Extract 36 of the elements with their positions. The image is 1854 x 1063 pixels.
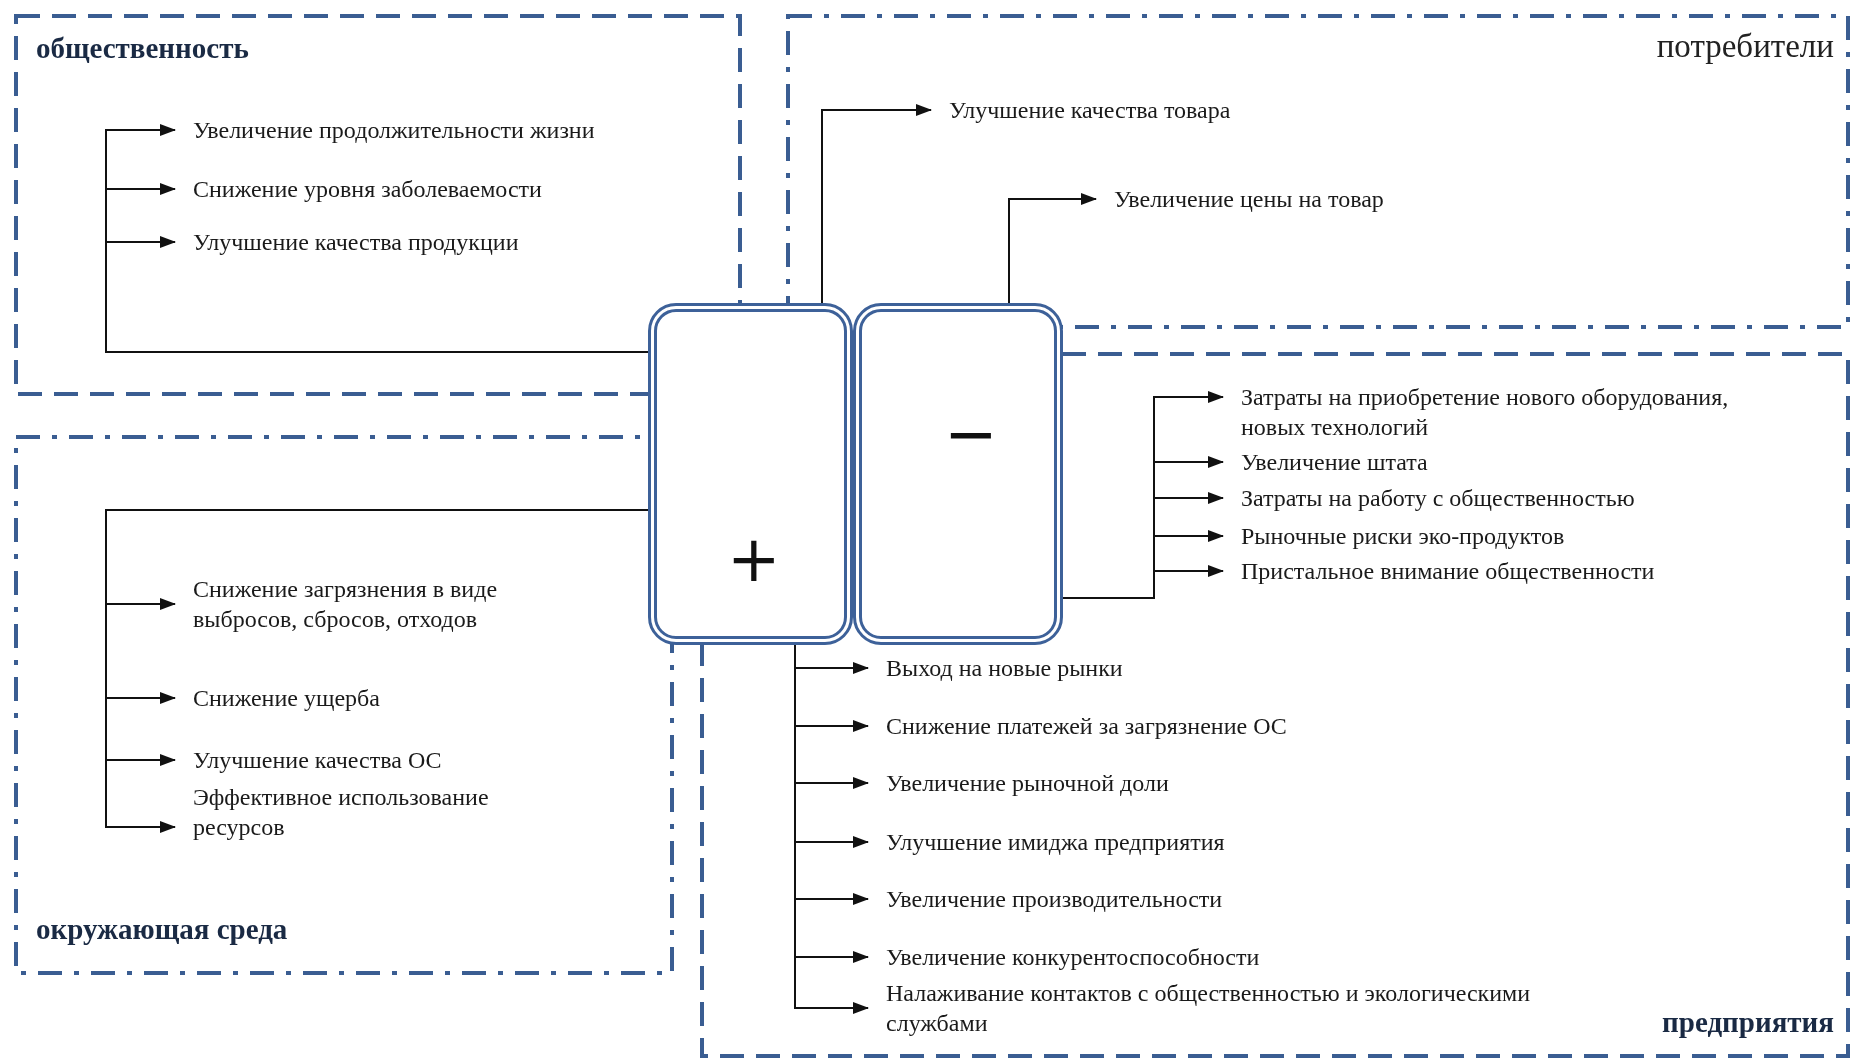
effect-text: Улучшение качества ОС xyxy=(193,745,442,775)
region-frame xyxy=(786,14,1850,329)
effect-text: Снижение загрязнения в виде выбросов, сбросов, отходов xyxy=(193,574,553,634)
region-heading: потребители xyxy=(1656,28,1834,65)
effect-text: Эффективное использование ресурсов xyxy=(193,782,543,842)
effect-text: Увеличение производительности xyxy=(886,884,1223,914)
effect-text: Снижение уровня заболеваемости xyxy=(193,174,542,204)
arrow xyxy=(821,104,932,304)
effect-text: Снижение платежей за загрязнение ОС xyxy=(886,711,1287,741)
region-heading: общественность xyxy=(36,32,249,65)
region-heading: окружающая среда xyxy=(36,913,288,946)
effect-text: Рыночные риски эко-продуктов xyxy=(1241,521,1565,551)
effect-text: Увеличение продолжительности жизни xyxy=(193,115,595,145)
region-frame xyxy=(14,435,674,975)
arrow xyxy=(1008,193,1097,304)
effect-text: Увеличение цены на товар xyxy=(1114,184,1384,214)
region-frame xyxy=(14,14,742,396)
effect-text: Выход на новые рынки xyxy=(886,653,1123,683)
effect-text: Увеличение штата xyxy=(1241,447,1428,477)
arrow xyxy=(1062,565,1224,599)
effect-text: Улучшение качества товара xyxy=(949,95,1231,125)
sign-symbol: − xyxy=(944,402,998,466)
effect-text: Улучшение качества продукции xyxy=(193,227,519,257)
effect-text: Затраты на приобретение нового оборудования, новых технологий xyxy=(1241,382,1786,442)
effect-text: Улучшение имиджа предприятия xyxy=(886,827,1225,857)
effect-text: Увеличение рыночной доли xyxy=(886,768,1169,798)
effect-text: Налаживание контактов с общественностью и экологическими службами xyxy=(886,978,1606,1038)
effect-text: Увеличение конкурентоспособности xyxy=(886,942,1260,972)
sign-symbol: + xyxy=(727,527,781,591)
rounded-box xyxy=(853,303,1063,645)
effect-text: Пристальное внимание общественности xyxy=(1241,556,1655,586)
effect-text: Затраты на работу с общественностью xyxy=(1241,483,1635,513)
rounded-box xyxy=(648,303,853,645)
region-frame xyxy=(700,352,1850,1058)
effect-text: Снижение ущерба xyxy=(193,683,380,713)
region-heading: предприятия xyxy=(1662,1006,1834,1039)
